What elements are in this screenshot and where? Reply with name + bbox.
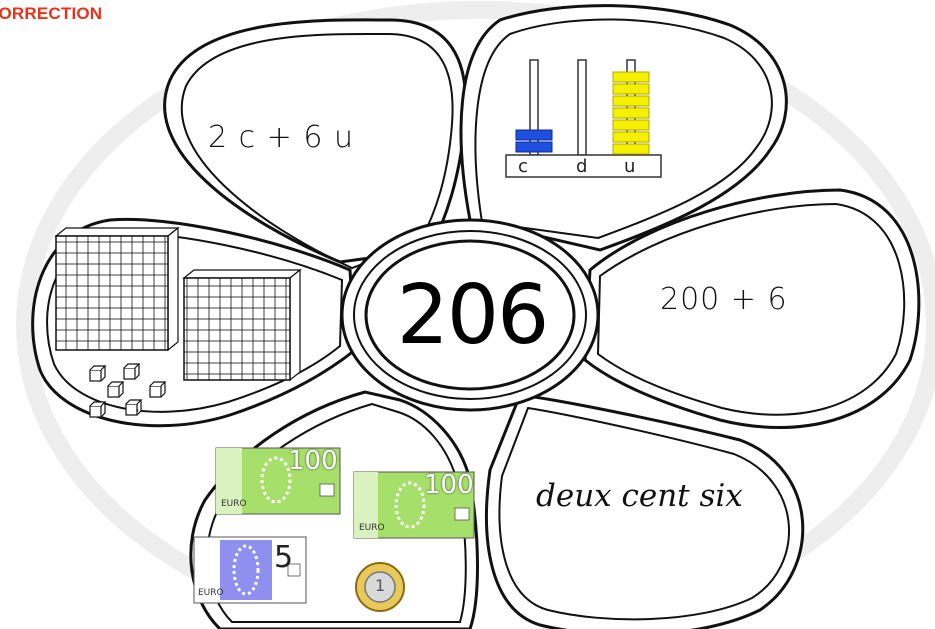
note-100-value-1: 100 (288, 446, 338, 476)
coin-value: 1 (375, 576, 385, 595)
abacus-beads-u (613, 72, 649, 154)
note-5-value: 5 (274, 540, 293, 575)
note-100-euro-label-2: EURO (359, 523, 385, 533)
hundred-flat-2 (184, 270, 300, 380)
petal-sum-form: 200 + 6 (660, 282, 788, 317)
note-100-value-2: 100 (424, 470, 474, 500)
hundred-flat-1 (56, 228, 178, 350)
abacus-label-c: c (518, 156, 528, 177)
petal-words-form: deux cent six (536, 478, 743, 514)
abacus-label-d: d (576, 156, 587, 177)
center-number: 206 (372, 268, 572, 363)
note-5-euro-label: EURO (198, 588, 224, 598)
abacus-label-u: u (624, 156, 635, 177)
note-100-euro-label-1: EURO (221, 499, 247, 509)
petal-units-form: 2 c + 6 u (208, 120, 354, 155)
